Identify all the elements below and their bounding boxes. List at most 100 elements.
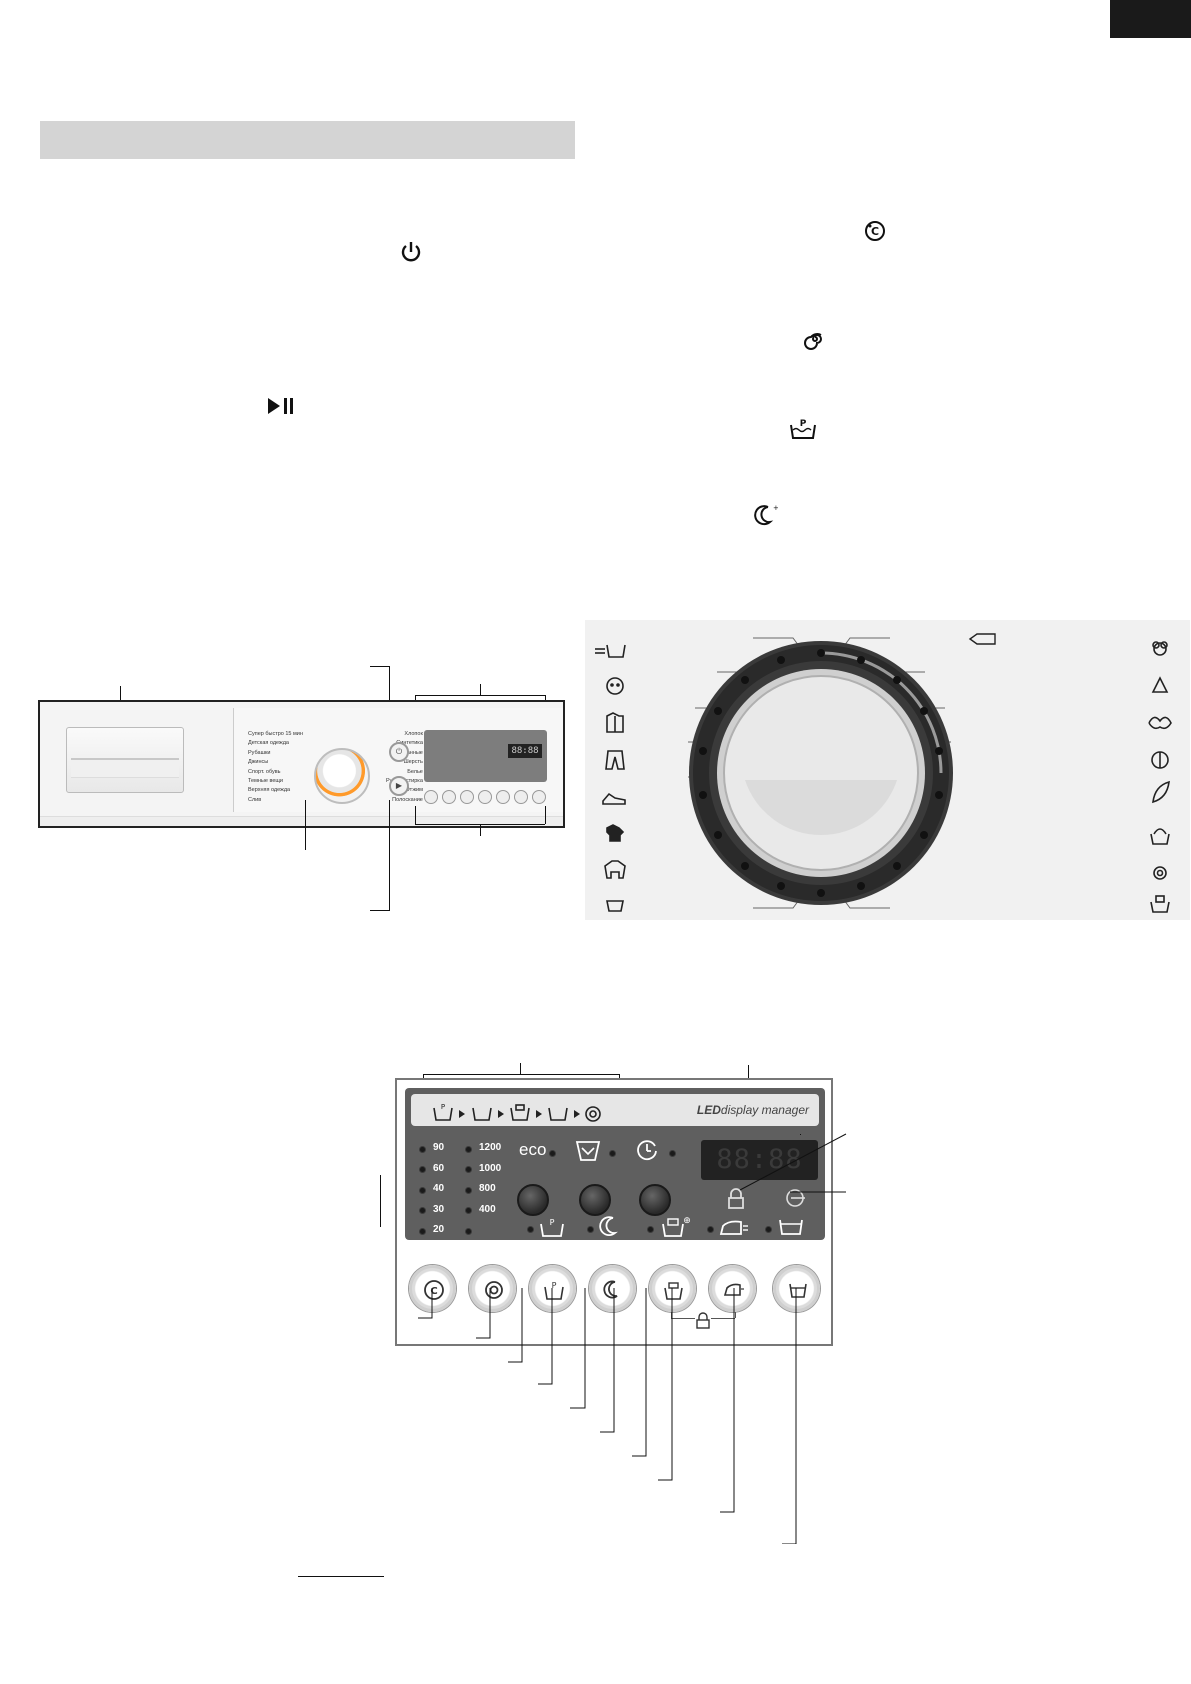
page-corner-tab (1110, 0, 1191, 38)
callout-line (380, 1175, 381, 1227)
easy-iron-indicator-icon (719, 1220, 748, 1235)
soil-level-icon (575, 1141, 601, 1161)
led (527, 1226, 534, 1233)
spin-1000: 1000 (479, 1162, 502, 1174)
child-lock-icon (728, 1188, 744, 1209)
led-display-manager-logo: LEDdisplay manager (696, 1103, 809, 1117)
cotton-icon (1152, 641, 1168, 656)
led (419, 1207, 426, 1214)
spin-800: 800 (479, 1183, 496, 1194)
callout-bracket (545, 806, 546, 824)
control-panel-detail: P LEDdisplay manager 90 60 40 30 20 (395, 1078, 833, 1346)
callout-bracket (480, 684, 481, 695)
led (765, 1226, 772, 1233)
temperature-levels: 90 60 40 30 20 (433, 1138, 444, 1241)
control-face: Супер быстро 15 мин Детская одежда Рубаш… (233, 708, 563, 812)
temp-60: 60 (433, 1162, 445, 1174)
svg-text:P: P (552, 1281, 557, 1290)
control-panel-face: P LEDdisplay manager 90 60 40 30 20 (405, 1088, 825, 1240)
hand-wash-icon (1150, 828, 1170, 845)
callout-lines-right (739, 1133, 847, 1193)
shirt-icon (606, 712, 624, 733)
program-list-left: Супер быстро 15 мин Детская одежда Рубаш… (248, 731, 303, 803)
spin-400: 400 (479, 1203, 496, 1215)
outerwear-icon (604, 860, 626, 879)
led (549, 1150, 556, 1157)
temp-30: 30 (433, 1203, 445, 1215)
led (419, 1166, 426, 1173)
spin-icon-small (1153, 866, 1167, 880)
eco-button[interactable] (517, 1184, 549, 1216)
svg-text:P: P (441, 1103, 445, 1111)
led (465, 1207, 472, 1214)
mini-control-display: 88:88 (424, 730, 547, 782)
callout-line (389, 666, 390, 730)
spin-1200: 1200 (479, 1142, 502, 1153)
led (669, 1150, 676, 1157)
mixed-icon (1148, 716, 1172, 730)
eco-label: eco (519, 1140, 547, 1159)
callout-bracket (480, 824, 481, 836)
sport-shoe-icon (602, 792, 626, 805)
delay-timer-button[interactable] (639, 1184, 671, 1216)
start-pause-icon (268, 398, 293, 414)
wool-icon (1151, 751, 1169, 769)
drain-icon-small (606, 900, 624, 912)
drain-indicator-icon (779, 1219, 803, 1235)
night-icon: + (754, 504, 778, 526)
detergent-drawer[interactable] (66, 727, 184, 793)
spin-icon (804, 333, 822, 350)
led (465, 1166, 472, 1173)
mini-option-buttons (424, 790, 549, 806)
callout-bracket (415, 806, 416, 824)
synthetic-icon (1151, 676, 1169, 693)
night-indicator-icon (599, 1216, 618, 1236)
svg-text:P: P (550, 1218, 555, 1227)
extra-rinse-indicator-icon: ⊕ (662, 1216, 691, 1237)
baby-clothes-icon (606, 677, 624, 695)
program-dial[interactable] (314, 748, 370, 804)
led (609, 1150, 616, 1157)
spin-button[interactable] (469, 1265, 516, 1312)
dark-clothes-icon (606, 824, 625, 842)
led (465, 1187, 472, 1194)
door-lock-icon (786, 1189, 805, 1207)
callout-bracket (520, 1063, 521, 1074)
power-button[interactable]: ⏻ (389, 742, 409, 762)
button-callout-lines (418, 1288, 797, 1544)
delicate-icon (1152, 780, 1170, 804)
night-button[interactable] (589, 1265, 636, 1312)
power-icon (401, 242, 421, 262)
digit-display: 88:88 (701, 1140, 818, 1180)
wash-stage-strip: P LEDdisplay manager (411, 1094, 819, 1126)
svg-text:⊕: ⊕ (683, 1216, 691, 1226)
led (419, 1146, 426, 1153)
led (707, 1226, 714, 1233)
lock-bracket (735, 1312, 736, 1318)
program-dial-closeup (585, 620, 1190, 920)
dial-knob-face[interactable] (723, 675, 919, 871)
easy-iron-button[interactable] (709, 1265, 756, 1312)
svg-text:C: C (871, 225, 879, 238)
dial-position-dots (699, 649, 943, 897)
arrow-tag-icon (968, 633, 996, 645)
led (587, 1226, 594, 1233)
callout-line (370, 666, 390, 667)
led (465, 1146, 472, 1153)
soil-level-button[interactable] (579, 1184, 611, 1216)
svg-text:+: + (773, 504, 778, 512)
callout-line (800, 1134, 801, 1135)
dial-illustration (595, 633, 1172, 913)
temperature-icon: C (865, 221, 885, 241)
jeans-icon (605, 750, 625, 770)
led (419, 1187, 426, 1194)
temp-90: 90 (433, 1142, 445, 1153)
start-pause-button[interactable]: ▶ (389, 776, 409, 796)
prewash-indicator-icon: P (540, 1218, 564, 1237)
washer-front-panel: Супер быстро 15 мин Детская одежда Рубаш… (38, 700, 565, 828)
led (465, 1228, 472, 1235)
section-heading-bar (40, 121, 575, 159)
mini-digit-display: 88:88 (508, 744, 542, 758)
spin-speed-levels: 1200 1000 800 400 (479, 1138, 501, 1220)
callout-bracket (415, 695, 545, 696)
